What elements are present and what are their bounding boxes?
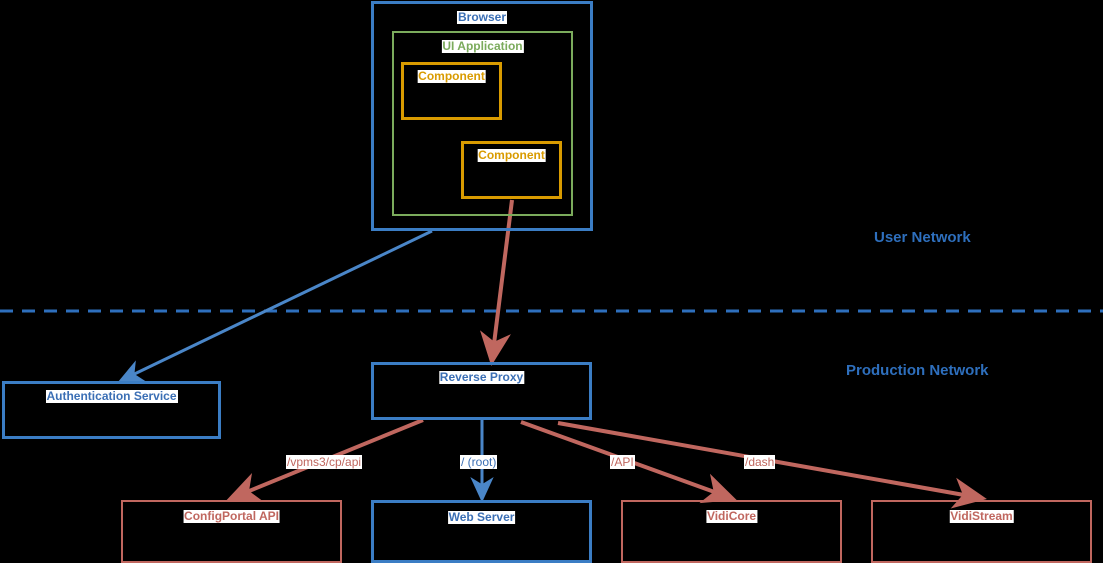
node-reverse-proxy-label: Reverse Proxy xyxy=(438,370,525,384)
node-authentication-service-label: Authentication Service xyxy=(45,389,178,403)
node-web-server[interactable]: Web Server xyxy=(371,500,592,563)
edge-label-vidistream-dash-path: /dash xyxy=(744,455,776,469)
node-config-portal-api-label: ConfigPortal API xyxy=(183,509,280,523)
node-component-two[interactable]: Component xyxy=(461,141,562,199)
node-web-server-label: Web Server xyxy=(447,510,516,524)
node-ui-application[interactable]: UI Application xyxy=(392,31,573,216)
node-vidistream[interactable]: VidiStream xyxy=(871,500,1092,563)
node-component-one[interactable]: Component xyxy=(401,62,502,120)
zone-label-user-network: User Network xyxy=(874,229,971,246)
edge-label-config-portal-path: /vpms3/cp/api xyxy=(286,455,363,469)
node-ui-application-label: UI Application xyxy=(441,39,524,53)
edge-label-vidicore-api-path: /API xyxy=(610,455,635,469)
node-config-portal-api[interactable]: ConfigPortal API xyxy=(121,500,342,563)
edge-browser-to-auth xyxy=(117,229,433,382)
node-vidicore-label: VidiCore xyxy=(705,509,758,523)
node-vidicore[interactable]: VidiCore xyxy=(621,500,842,563)
node-authentication-service[interactable]: Authentication Service xyxy=(2,381,221,439)
node-browser[interactable]: Browser xyxy=(371,1,593,231)
zone-label-production-network: Production Network xyxy=(846,362,989,379)
node-reverse-proxy[interactable]: Reverse Proxy xyxy=(371,362,592,420)
edge-label-web-server-path: / (root) xyxy=(460,455,498,469)
node-component-two-label: Component xyxy=(477,148,546,162)
node-browser-label: Browser xyxy=(456,10,508,24)
node-component-one-label: Component xyxy=(417,69,486,83)
node-vidistream-label: VidiStream xyxy=(949,509,1014,523)
